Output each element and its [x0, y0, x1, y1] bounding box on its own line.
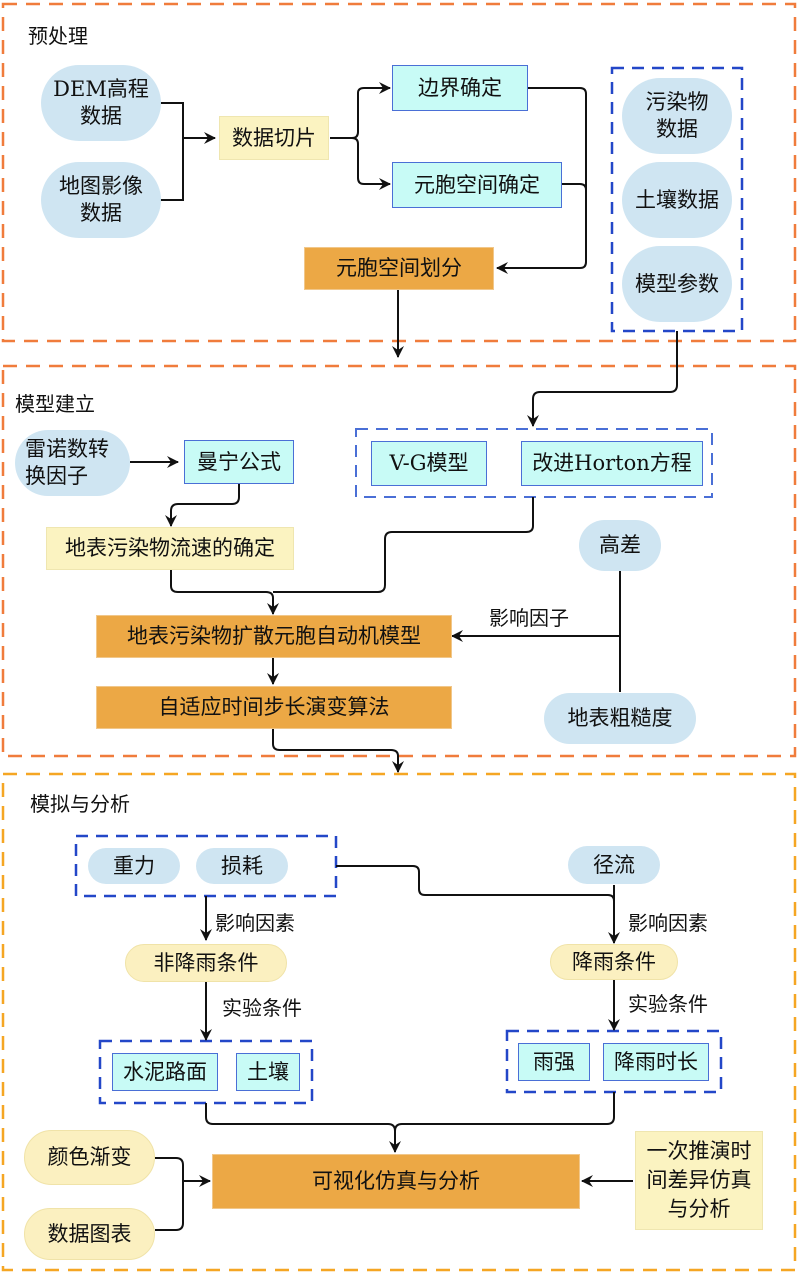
node-soil[interactable]: 土壤 [236, 1053, 300, 1091]
node-data-chart[interactable]: 数据图表 [24, 1208, 155, 1260]
node-manning-formula[interactable]: 曼宁公式 [184, 440, 294, 484]
section-title-model: 模型建立 [15, 392, 95, 416]
node-reynolds-factor[interactable]: 雷诺数转 换因子 [15, 430, 130, 496]
node-dem-data[interactable]: DEM高程 数据 [41, 65, 161, 141]
node-cell-space-partition[interactable]: 元胞空间划分 [304, 247, 494, 290]
arrow-inputs-to-models [527, 331, 678, 427]
line-cellspace-merge [562, 183, 587, 191]
node-surface-roughness[interactable]: 地表粗糙度 [544, 693, 696, 744]
node-model-params[interactable]: 模型参数 [622, 246, 732, 322]
section-title-preprocess: 预处理 [28, 24, 88, 48]
node-boundary-determine[interactable]: 边界确定 [392, 65, 528, 111]
label-experiment-right: 实验条件 [628, 992, 708, 1016]
line-data-to-vis [155, 1181, 184, 1231]
arrow-adaptive-to-sim [272, 728, 404, 773]
node-one-time-diff-analysis[interactable]: 一次推演时 间差异仿真 与分析 [635, 1131, 763, 1230]
line-raingroup-to-vis [394, 1092, 615, 1132]
line-map-to-slice [160, 138, 184, 201]
node-adaptive-algorithm[interactable]: 自适应时间步长演变算法 [96, 686, 452, 729]
arrow-velocity-to-ca [170, 570, 279, 615]
arrow-color-to-vis [155, 1157, 211, 1187]
label-influence-right: 影响因素 [628, 911, 708, 935]
line-factors-to-rain [336, 865, 615, 902]
section-title-simulation: 模拟与分析 [30, 792, 130, 816]
node-cement-road[interactable]: 水泥路面 [112, 1053, 218, 1091]
node-runoff[interactable]: 径流 [568, 846, 660, 884]
node-loss[interactable]: 损耗 [196, 848, 288, 884]
node-velocity-determine[interactable]: 地表污染物流速的确定 [46, 527, 294, 570]
node-soil-data[interactable]: 土壤数据 [622, 162, 732, 238]
label-influence-left: 影响因素 [215, 911, 295, 935]
line-horton-to-ca [273, 497, 534, 593]
node-data-slice[interactable]: 数据切片 [219, 116, 329, 160]
section-simulation-border [1, 772, 797, 1272]
node-rain-intensity[interactable]: 雨强 [518, 1043, 590, 1081]
node-non-rain-condition[interactable]: 非降雨条件 [125, 944, 287, 982]
node-rain-condition[interactable]: 降雨条件 [550, 944, 678, 980]
arrow-slice-to-cellspace [351, 137, 391, 190]
label-experiment-left: 实验条件 [222, 996, 302, 1020]
node-gravity[interactable]: 重力 [88, 848, 180, 884]
node-map-image-data[interactable]: 地图影像 数据 [41, 162, 161, 238]
inputs-group-border [610, 66, 744, 333]
node-horton-equation[interactable]: 改进Horton方程 [521, 441, 703, 486]
label-influence-factor: 影响因子 [489, 606, 569, 630]
node-cell-space-determine[interactable]: 元胞空间确定 [392, 162, 562, 208]
node-color-gradient[interactable]: 颜色渐变 [24, 1130, 155, 1185]
node-vg-model[interactable]: V-G模型 [371, 441, 487, 486]
arrow-dem-to-slice [160, 102, 216, 144]
node-ca-model[interactable]: 地表污染物扩散元胞自动机模型 [96, 615, 452, 658]
line-surface-to-vis [205, 1103, 396, 1132]
node-rain-duration[interactable]: 降雨时长 [603, 1043, 709, 1081]
arrow-manning-to-velocity [165, 484, 240, 527]
node-visualization-analysis[interactable]: 可视化仿真与分析 [212, 1154, 580, 1209]
arrow-slice-to-boundary [330, 82, 391, 139]
node-elevation-diff[interactable]: 高差 [579, 520, 661, 571]
arrow-to-partition [496, 87, 587, 274]
node-pollutant-data[interactable]: 污染物 数据 [622, 78, 732, 154]
